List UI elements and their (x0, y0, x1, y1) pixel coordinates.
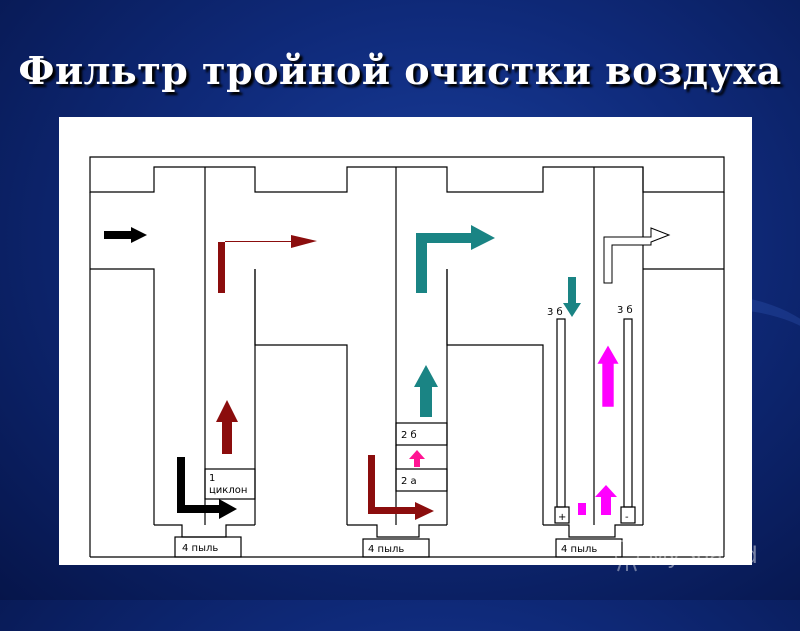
stage-2a-label: 2 а (401, 476, 417, 487)
chamber-1-left-wall (90, 268, 155, 525)
stage-3b-label-left: 3 б (547, 307, 563, 318)
stage-3b-label-right: 3 б (617, 305, 633, 316)
stage-3-down-arrow (563, 277, 581, 317)
electrode-plus-label: + (558, 512, 566, 523)
cyclone-label-number: 1 (209, 473, 215, 484)
chamber-3-floor (543, 524, 643, 538)
chamber-2-floor (347, 524, 447, 538)
stage-2-small-up-arrow (409, 450, 425, 467)
dust-box-2 (362, 538, 430, 558)
filter-diagram: 4 пыль 1 циклон 4 пыль 2 б 2 а 4 пыль 3 … (89, 156, 725, 558)
stage-3-bottom-arrow (578, 485, 617, 515)
stage-2-up-arrow (414, 365, 438, 417)
watermark-logo-icon (615, 540, 639, 572)
chamber-1-floor (154, 524, 255, 538)
housing-outer-wall (89, 156, 725, 193)
cyclone-inlet-black-arrow (177, 457, 237, 519)
slide-title: Фильтр тройной очистки воздуха (18, 48, 782, 93)
inlet-arrow (104, 227, 147, 243)
chamber-3-right-wall (642, 167, 724, 270)
chamber-1-2-partition (254, 269, 348, 525)
cyclone-box (204, 468, 256, 500)
chamber-2-3-partition (446, 269, 544, 525)
diagram-panel: 4 пыль 1 циклон 4 пыль 2 б 2 а 4 пыль 3 … (59, 117, 752, 565)
dust-label-1: 4 пыль (182, 543, 218, 554)
stage-1-up-arrow (216, 400, 238, 454)
stage-2b-box (395, 422, 448, 446)
electrode-plus-box (554, 506, 570, 524)
outlet-arrow (603, 227, 671, 284)
stage-2-outlet-arrow (416, 225, 495, 293)
watermark-text: MyShared (648, 542, 758, 569)
electrode-plate-left (556, 318, 566, 508)
stage-1-outlet-arrow (218, 235, 317, 293)
cyclone-label-name: циклон (209, 485, 247, 496)
electrode-minus-label: - (625, 512, 629, 523)
stage-2b-label: 2 б (401, 430, 417, 441)
dust-label-2: 4 пыль (368, 544, 404, 555)
electrode-plate-right (623, 318, 633, 508)
electrode-minus-box (620, 506, 636, 524)
watermark: MyShared (612, 538, 757, 574)
stage-2-inlet-arrow (368, 455, 434, 520)
dust-box-1 (174, 536, 242, 558)
stage-3-up-arrow (596, 344, 620, 408)
stage-2a-box (395, 468, 448, 492)
dust-label-3: 4 пыль (561, 544, 597, 555)
dust-box-3 (555, 538, 623, 558)
